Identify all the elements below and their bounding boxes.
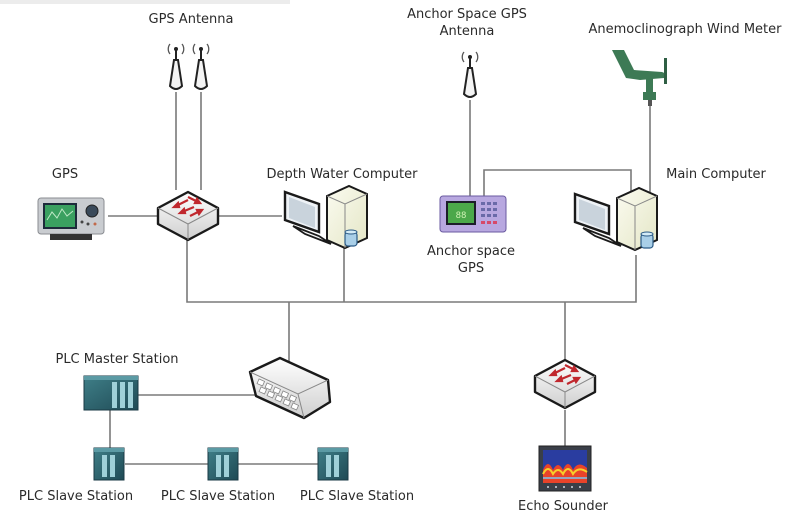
- plc-icon: [317, 447, 349, 481]
- label-gps-antenna: GPS Antenna: [148, 12, 234, 27]
- network-switch-top[interactable]: [156, 190, 220, 242]
- antenna-icon: [461, 51, 479, 98]
- label-plc-slave-station-2: PLC Slave Station: [160, 489, 276, 504]
- connection-lines: [108, 92, 651, 465]
- antenna-icon: [192, 43, 210, 90]
- label-gps: GPS: [51, 167, 79, 182]
- top-strip: [0, 0, 290, 4]
- label-line: Anchor space: [426, 244, 516, 259]
- anchor-space-gps[interactable]: 88: [439, 195, 507, 233]
- depth-water-computer[interactable]: [283, 184, 368, 250]
- label-line: Antenna: [439, 24, 495, 39]
- label-main-computer: Main Computer: [666, 167, 766, 182]
- plc-master-station[interactable]: [83, 375, 139, 411]
- gps-antenna-1[interactable]: [167, 43, 185, 90]
- antenna-icon: [167, 43, 185, 90]
- label-plc-slave-station-1: PLC Slave Station: [18, 489, 134, 504]
- label-anchor-space-gps-antenna: Anchor Space GPS Antenna: [407, 6, 527, 40]
- gps-device-icon: [37, 197, 105, 240]
- echo-sounder[interactable]: [538, 445, 592, 492]
- switch-icon: [533, 358, 597, 410]
- plc-slave-station-2[interactable]: [207, 447, 239, 481]
- label-depth-water-computer: Depth Water Computer: [266, 167, 418, 182]
- link-anchorgps-maincomputer: [483, 169, 632, 197]
- gps-device-icon: 88: [439, 195, 507, 233]
- wind-vane-icon: [612, 50, 667, 106]
- network-switch-echo[interactable]: [533, 358, 597, 410]
- gps-unit[interactable]: [37, 197, 105, 240]
- label-wind-meter: Anemoclinograph Wind Meter: [588, 22, 782, 37]
- main-bus: [186, 236, 637, 303]
- gps-antenna-2[interactable]: [192, 43, 210, 90]
- network-hub[interactable]: [248, 356, 332, 420]
- label-echo-sounder: Echo Sounder: [518, 499, 608, 514]
- label-plc-slave-station-3: PLC Slave Station: [299, 489, 415, 504]
- label-line: Anchor Space GPS: [407, 7, 527, 22]
- hub-icon: [248, 356, 332, 420]
- main-computer[interactable]: [573, 186, 658, 252]
- computer-icon: [573, 186, 658, 252]
- plc-icon: [83, 375, 139, 411]
- computer-icon: [283, 184, 368, 250]
- plc-icon: [207, 447, 239, 481]
- switch-icon: [156, 190, 220, 242]
- plc-slave-station-3[interactable]: [317, 447, 349, 481]
- sonar-display-icon: [538, 445, 592, 492]
- anemoclinograph-wind-meter[interactable]: [612, 50, 667, 106]
- label-anchor-space-gps: Anchor space GPS: [427, 243, 515, 277]
- anchor-space-gps-antenna[interactable]: [461, 51, 479, 98]
- label-line: GPS: [457, 261, 485, 276]
- label-plc-master-station: PLC Master Station: [55, 352, 179, 367]
- plc-slave-station-1[interactable]: [93, 447, 125, 481]
- svg-text:88: 88: [456, 211, 467, 221]
- plc-icon: [93, 447, 125, 481]
